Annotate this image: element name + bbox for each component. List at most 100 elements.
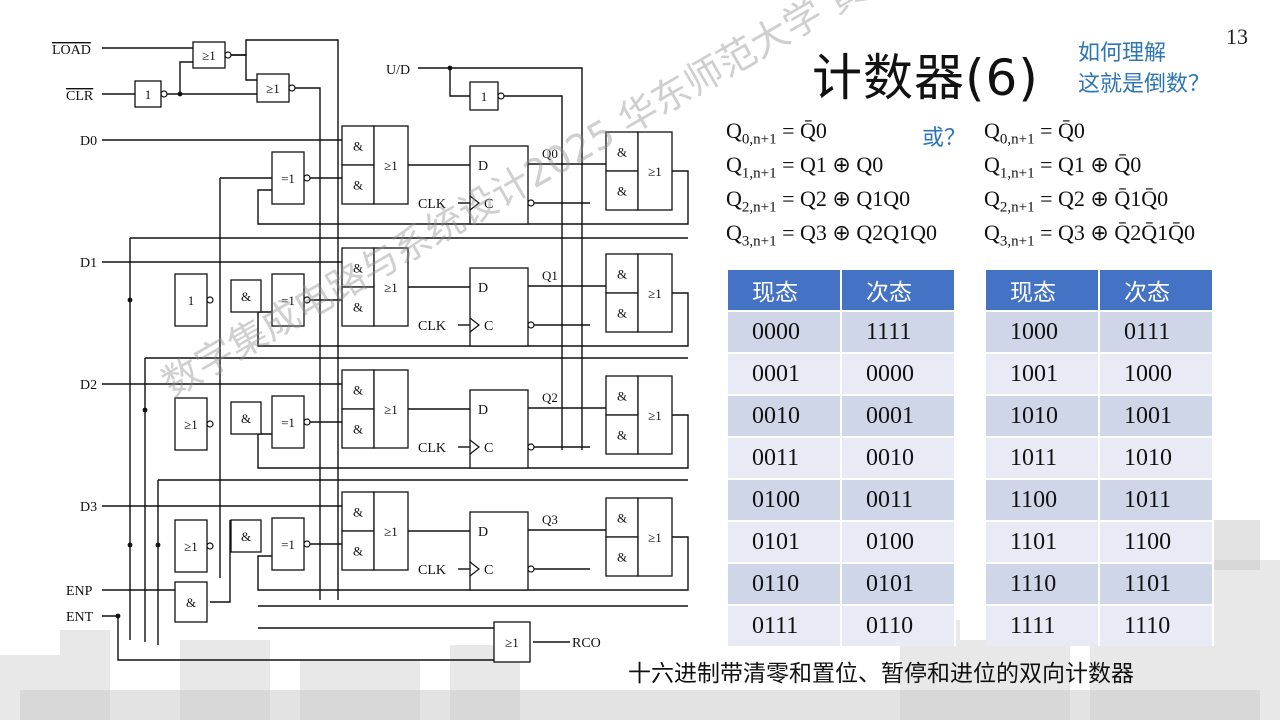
gate-stage2-and-label: &	[241, 411, 251, 426]
next-state-cell: 0000	[842, 352, 956, 394]
stage2-direction-mux-and-top	[605, 375, 639, 416]
eq-rhs: = Q3 ⊕ Q2Q1Q0	[782, 220, 938, 245]
present-state-cell: 1101	[986, 520, 1100, 562]
next-state-cell: 1111	[842, 310, 956, 352]
next-state-cell: 0011	[842, 478, 956, 520]
eq-rhs: = Q1 ⊕ Q0	[782, 152, 884, 177]
eq-lhs: Q	[984, 152, 1000, 177]
gate-xor-1-label: =1	[281, 293, 295, 308]
inversion-bubble	[527, 565, 535, 573]
stage3-load-mux-or-label: ≥1	[384, 524, 398, 539]
eq-rhs: = Q2 ⊕ Q̄1Q̄0	[1040, 186, 1169, 211]
stage0-direction-mux-or-label: ≥1	[648, 164, 662, 179]
slide-title: 计数器(6)	[812, 49, 1039, 107]
gate-mode-or-label: ≥1	[266, 81, 280, 96]
equations-left: Q0,n+1 = Q̄0 Q1,n+1 = Q1 ⊕ Q0 Q2,n+1 = Q…	[726, 118, 937, 258]
dff-0-d-pin: D	[478, 159, 488, 174]
stage1-load-mux-and-top	[341, 247, 375, 288]
next-state-cell: 1010	[1100, 436, 1214, 478]
dff-2-clock-triangle	[469, 439, 480, 455]
present-state-cell: 1110	[986, 562, 1100, 604]
inversion-bubble	[206, 296, 214, 304]
stage1-load-mux-or	[373, 247, 409, 327]
stage0-load-mux-or	[373, 125, 409, 205]
inversion-bubble	[497, 92, 505, 100]
stage1-direction-mux-and-bottom-label: &	[617, 306, 627, 321]
inversion-bubble	[527, 199, 535, 207]
inversion-bubble	[224, 51, 232, 59]
dff-0-clock-triangle	[469, 195, 480, 211]
dff-3-d-pin: D	[478, 525, 488, 540]
stage0-direction-mux-and-bottom	[605, 170, 639, 211]
present-state-cell: 1001	[986, 352, 1100, 394]
stage0-load-mux-and-bottom-label: &	[353, 178, 363, 193]
inversion-bubble	[303, 540, 311, 548]
input-load-label: LOAD	[52, 43, 91, 58]
present-state-cell: 0100	[728, 478, 842, 520]
output-rco-label: RCO	[572, 636, 601, 651]
eq-lhs: Q	[726, 186, 742, 211]
gate-xor-2-label: =1	[281, 415, 295, 430]
equation-left-1: Q1,n+1 = Q1 ⊕ Q0	[726, 152, 883, 182]
equation-left-0: Q0,n+1 = Q̄0	[726, 118, 827, 148]
stage1-direction-mux-and-bottom	[605, 292, 639, 333]
junction-dot	[115, 613, 121, 619]
eq-rhs: = Q̄0	[1040, 118, 1085, 143]
or-label: 或？	[922, 126, 967, 151]
input-d3-label: D3	[80, 500, 97, 515]
gate-ud-not-label: 1	[481, 89, 488, 104]
dff-1-c-pin: C	[484, 319, 493, 334]
stage3-load-mux-and-top-label: &	[353, 505, 363, 520]
next-state-cell: 1001	[1100, 394, 1214, 436]
inversion-bubble	[527, 443, 535, 451]
stage3-direction-mux-and-top	[605, 497, 639, 538]
inversion-bubble	[206, 420, 214, 428]
dff-1	[469, 267, 529, 347]
header-next-state: 次态	[842, 270, 956, 310]
header-present-state: 现态	[986, 270, 1100, 310]
stage2-load-mux-or-label: ≥1	[384, 402, 398, 417]
next-state-cell: 0101	[842, 562, 956, 604]
inversion-bubble	[160, 90, 168, 98]
stage1-load-mux-and-top-label: &	[353, 261, 363, 276]
gate-xor-0-label: =1	[281, 171, 295, 186]
equation-right-3: Q3,n+1 = Q3 ⊕ Q̄2Q̄1Q̄0	[984, 220, 1195, 250]
equation-left-3: Q3,n+1 = Q3 ⊕ Q2Q1Q0	[726, 220, 937, 250]
stage2-direction-mux-and-bottom	[605, 414, 639, 455]
next-state-cell: 0010	[842, 436, 956, 478]
stage3-load-mux-or	[373, 491, 409, 571]
present-state-cell: 0101	[728, 520, 842, 562]
equation-right-1: Q1,n+1 = Q1 ⊕ Q̄0	[984, 152, 1141, 182]
next-state-cell: 1000	[1100, 352, 1214, 394]
q-label-1: Q1	[542, 268, 558, 283]
input-d2-label: D2	[80, 378, 97, 393]
dff-3	[469, 511, 529, 591]
present-state-cell: 0000	[728, 310, 842, 352]
dff-0-clk-label: CLK	[418, 197, 446, 212]
eq-lhs-sub: 0,n+1	[741, 131, 777, 148]
eq-rhs: = Q̄0	[782, 118, 827, 143]
stage1-load-mux-and-bottom	[341, 286, 375, 327]
gate-stage2-and	[230, 401, 262, 435]
dff-2-c-pin: C	[484, 441, 493, 456]
eq-lhs-sub: 2,n+1	[741, 199, 777, 216]
inversion-bubble	[303, 296, 311, 304]
stage3-direction-mux-and-bottom-label: &	[617, 550, 627, 565]
eq-lhs: Q	[984, 186, 1000, 211]
gate-rco-or	[493, 621, 531, 663]
input-d1-label: D1	[80, 256, 97, 271]
q-label-0: Q0	[542, 146, 558, 161]
junction-dot	[155, 542, 161, 548]
eq-lhs: Q	[726, 152, 742, 177]
stage0-load-mux-and-top	[341, 125, 375, 166]
dff-1-clk-label: CLK	[418, 319, 446, 334]
